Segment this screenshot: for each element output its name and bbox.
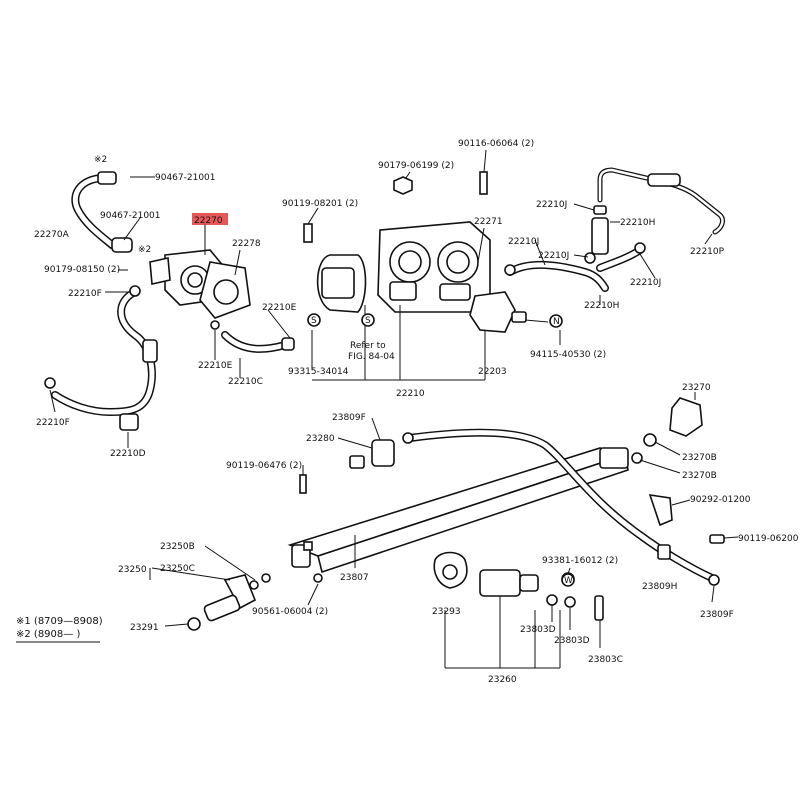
label-circle-n: N [553, 317, 560, 327]
label-23280: 23280 [306, 434, 335, 444]
label-90179-08150: 90179-08150 (2) [44, 265, 120, 275]
cold-start-injector [433, 551, 604, 621]
label-22203: 22203 [478, 367, 507, 377]
leader-lines [49, 149, 739, 669]
label-22278: 22278 [232, 239, 261, 249]
label-fig-ref: FIG. 84-04 [348, 352, 395, 362]
label-22210J-c: 22210J [538, 251, 569, 261]
label-22210F-lower: 22210F [36, 418, 70, 428]
label-22210F-upper: 22210F [68, 289, 102, 299]
label-22210D: 22210D [110, 449, 146, 459]
label-90179-06199: 90179-06199 (2) [378, 161, 454, 171]
legend: ※1 (8709—8908) ※2 (8908— ) [16, 616, 103, 643]
throttle-body [303, 171, 527, 333]
label-circle-s-right: S [365, 316, 371, 326]
legend-line-1: ※1 (8709—8908) [16, 616, 103, 627]
upper-right-pipes [504, 167, 725, 292]
label-23250B: 23250B [160, 542, 195, 552]
label-23270: 23270 [682, 383, 711, 393]
label-23260: 23260 [488, 675, 517, 685]
label-22210H-b: 22210H [584, 301, 619, 311]
legend-line-2: ※2 (8908— ) [16, 629, 80, 640]
label-23809F-top: 23809F [332, 413, 366, 423]
fuel-delivery-pipe [287, 397, 725, 586]
label-23250C: 23250C [160, 564, 195, 574]
label-90467-21001-top: 90467-21001 [155, 173, 216, 183]
label-93315-34014: 93315-34014 [288, 367, 349, 377]
label-22210E-right: 22210E [262, 303, 297, 313]
label-23250: 23250 [118, 565, 147, 575]
label-23809H: 23809H [642, 582, 677, 592]
label-refer-to: Refer to [350, 341, 386, 351]
label-90467-21001-mid: 90467-21001 [100, 211, 161, 221]
label-93381-16012: 93381-16012 (2) [542, 556, 618, 566]
label-94115-40530: 94115-40530 (2) [530, 350, 606, 360]
part-labels: ※2 90467-21001 90467-21001 ※2 22270A 901… [34, 139, 799, 685]
upper-left-hose-group [44, 171, 158, 431]
label-22210H-a: 22210H [620, 218, 655, 228]
label-90119-06200: 90119-06200 [738, 534, 799, 544]
label-23291: 23291 [130, 623, 159, 633]
label-23803D-b: 23803D [554, 636, 590, 646]
label-23270B-a: 23270B [682, 453, 717, 463]
label-note-mark-top: ※2 [94, 155, 107, 165]
label-22270A: 22270A [34, 230, 70, 240]
label-23270B-b: 23270B [682, 471, 717, 481]
label-23803C: 23803C [588, 655, 623, 665]
label-90119-08201: 90119-08201 (2) [282, 199, 358, 209]
fuel-injector [187, 573, 323, 631]
label-22270-highlight [192, 213, 228, 225]
label-23293: 23293 [432, 607, 461, 617]
label-22210E-lower: 22210E [198, 361, 233, 371]
label-22210J-a: 22210J [536, 200, 567, 210]
label-90292-01200: 90292-01200 [690, 495, 751, 505]
label-23803D-a: 23803D [520, 625, 556, 635]
label-circle-s-left: S [311, 316, 317, 326]
label-22210C: 22210C [228, 377, 263, 387]
label-90119-06476: 90119-06476 (2) [226, 461, 302, 471]
label-circle-w: W [564, 576, 573, 586]
label-22210J-d: 22210J [630, 278, 661, 288]
label-90116-06064: 90116-06064 (2) [458, 139, 534, 149]
label-90561-06004: 90561-06004 (2) [252, 607, 328, 617]
label-22270: 22270 [194, 216, 223, 226]
label-22210J-b: 22210J [508, 237, 539, 247]
label-22271: 22271 [474, 217, 503, 227]
label-22210: 22210 [396, 389, 425, 399]
label-23809F-bot: 23809F [700, 610, 734, 620]
label-23807: 23807 [340, 573, 369, 583]
label-note-mark-mid: ※2 [138, 245, 151, 255]
label-22210P: 22210P [690, 247, 725, 257]
air-valve-assembly [149, 249, 295, 353]
